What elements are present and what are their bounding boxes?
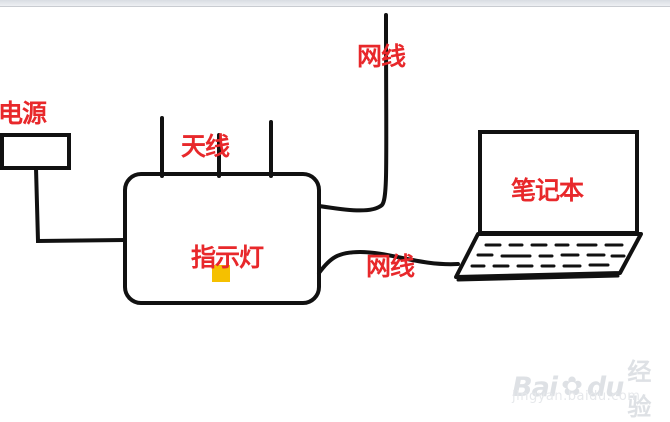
label-laptop: 笔记本 — [511, 176, 584, 205]
network-cable-top — [317, 13, 389, 213]
label-power: 电源 — [0, 99, 47, 128]
watermark-brand-suffix: du — [586, 371, 625, 403]
network-cable-bottom — [317, 249, 460, 275]
laptop-keys — [470, 243, 626, 268]
label-antenna: 天线 — [181, 132, 230, 161]
watermark-url: jingyan.baidu.com — [512, 389, 641, 404]
watermark-jingyan: 经验 — [627, 358, 652, 421]
baidu-watermark: Bai ✿ du 经验 — [512, 352, 670, 422]
power-adapter-box — [0, 133, 71, 170]
laptop-keyboard-base — [454, 232, 643, 279]
paw-icon: ✿ — [561, 372, 583, 402]
label-network-cable-bottom: 网线 — [366, 252, 415, 281]
router-body — [123, 172, 321, 305]
label-indicator-light: 指示灯 — [191, 243, 264, 272]
window-top-bar — [0, 0, 670, 7]
indicator-light — [212, 265, 230, 282]
label-network-cable-top: 网线 — [357, 42, 406, 71]
power-cable — [34, 166, 127, 244]
watermark-brand: Bai — [512, 371, 558, 403]
laptop-base-shadow — [456, 274, 620, 282]
